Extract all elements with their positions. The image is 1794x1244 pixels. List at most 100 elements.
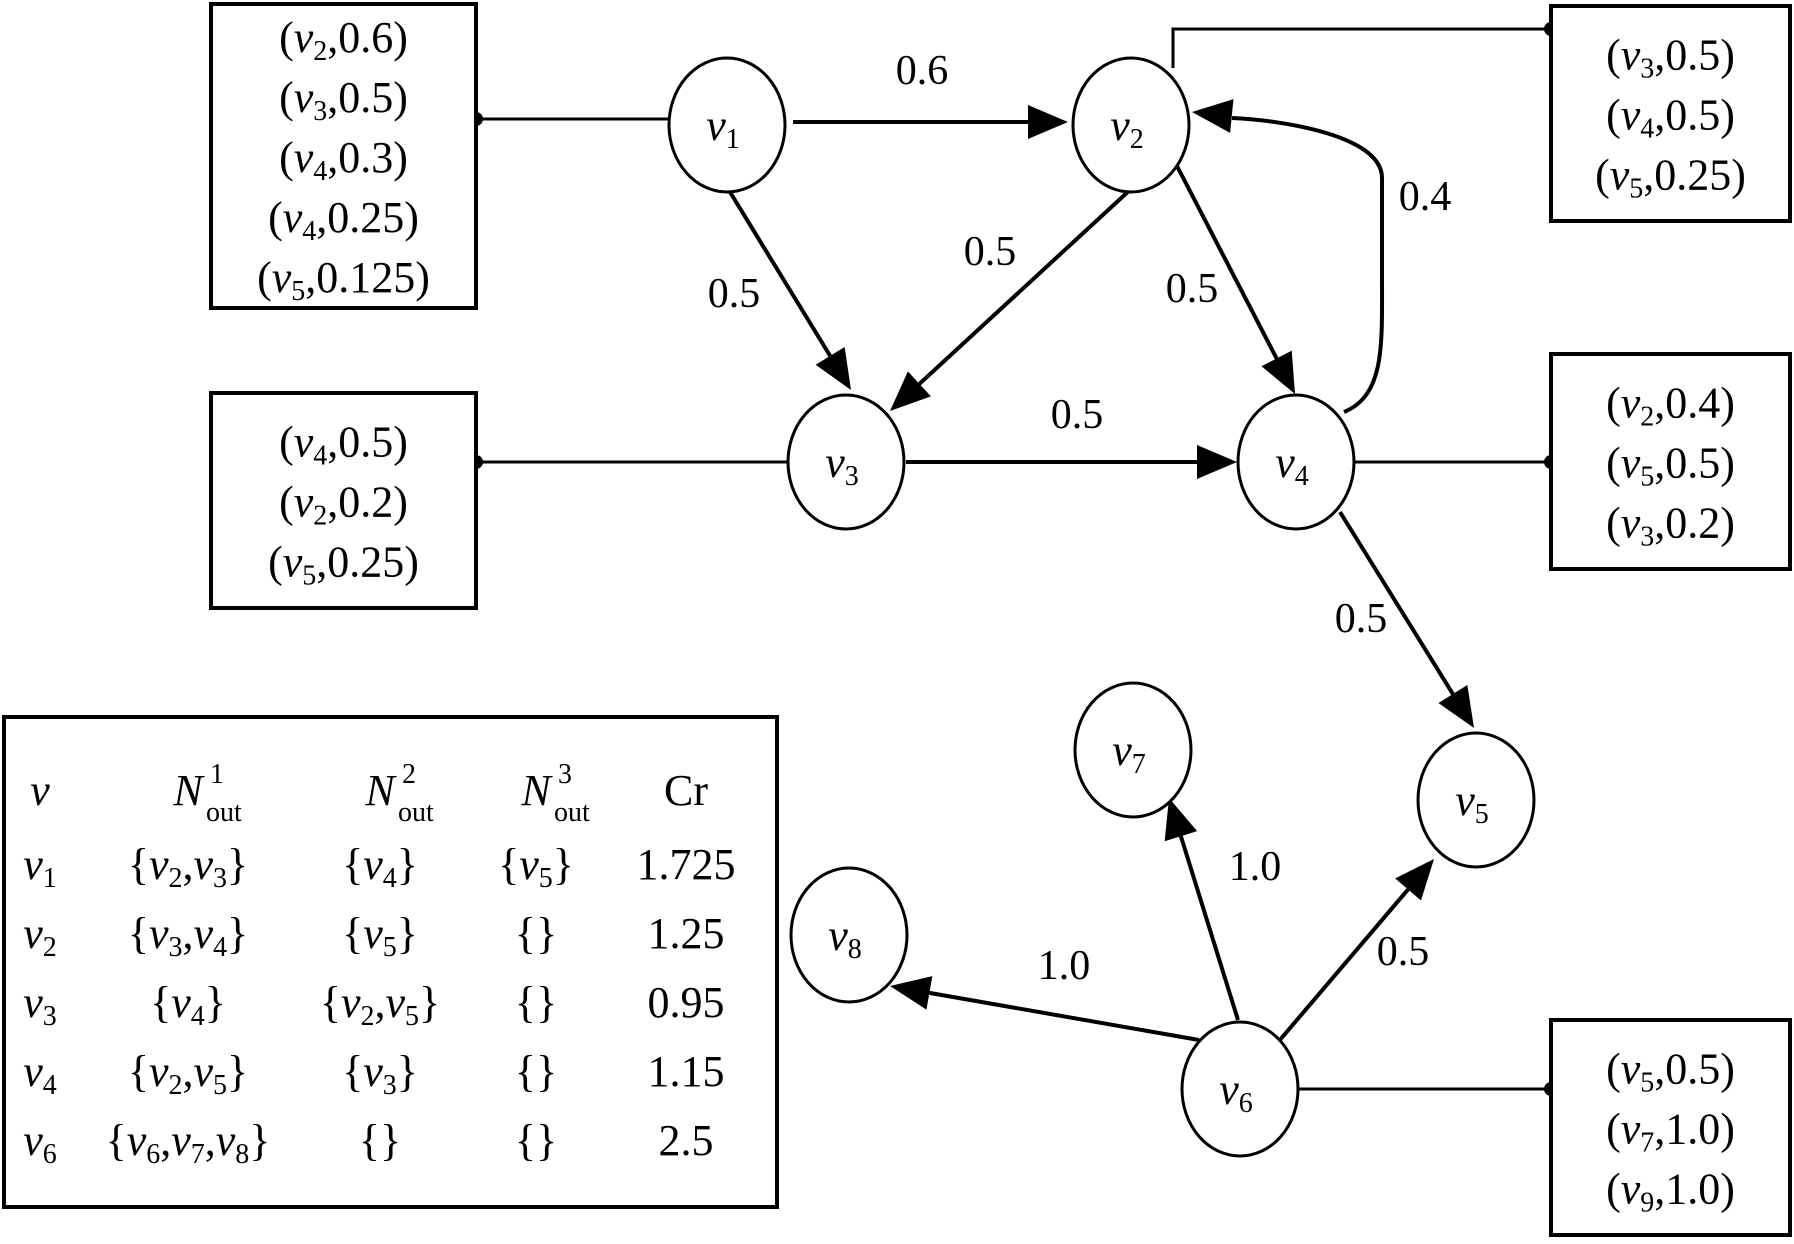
table-cell-n1: {v2,v3} bbox=[128, 840, 248, 894]
node-v2-label: v2 bbox=[1110, 101, 1144, 155]
node-v6-circle bbox=[1180, 1020, 1300, 1158]
edge-v4-v5: 0.5 bbox=[1335, 510, 1474, 728]
queue-box-v1: (v2,0.6) (v3,0.5) (v4,0.3) (v4,0.25) (v5,0.1… bbox=[209, 2, 478, 310]
edge-v6-v5-arrowhead bbox=[1395, 859, 1434, 901]
queue-entry: (v3,0.5) bbox=[279, 73, 408, 127]
queue-box-v3: (v4,0.5)(v2,0.2)(v5,0.25) bbox=[209, 391, 478, 610]
connector-v2 bbox=[1171, 22, 1558, 68]
queue-entry: (v5,0.25) bbox=[1595, 151, 1746, 205]
node-v3: v3 bbox=[786, 393, 906, 531]
node-v4: v4 bbox=[1236, 393, 1356, 531]
connector-v6 bbox=[1298, 1082, 1558, 1096]
edge-v6-v5: 0.5 bbox=[1277, 859, 1434, 1043]
queue-entry: (v5,0.125) bbox=[257, 253, 430, 307]
queue-entry: (v3,0.5) bbox=[1606, 31, 1735, 85]
queue-box-v3-frame bbox=[209, 391, 478, 610]
table-cell-cr: 1.725 bbox=[637, 840, 736, 889]
node-v7: v7 bbox=[1073, 681, 1193, 819]
table-cell-n1: {v2,v5} bbox=[128, 1047, 248, 1101]
table-cell-n2: {} bbox=[359, 1116, 401, 1165]
node-v8-circle bbox=[789, 866, 909, 1004]
edge-v6-v8-line bbox=[929, 990, 1200, 1042]
table-cell-n3: {} bbox=[515, 1047, 557, 1096]
node-v7-label: v7 bbox=[1112, 726, 1146, 780]
queue-entry: (v7,1.0) bbox=[1606, 1105, 1735, 1159]
table-header: Cr bbox=[664, 766, 708, 815]
edge-v2-v4: 0.5 bbox=[1166, 165, 1295, 394]
queue-box-v6-frame bbox=[1549, 1018, 1792, 1237]
table-cell-n1: {v4} bbox=[150, 978, 226, 1032]
queue-entry: (v4,0.25) bbox=[268, 193, 419, 247]
edge-v4-v2-line bbox=[1231, 116, 1385, 414]
connector-v1 bbox=[469, 112, 669, 126]
table-cell-n3: {} bbox=[515, 909, 557, 958]
boxes-layer: (v2,0.6) (v3,0.5) (v4,0.3) (v4,0.25) (v5,0.1… bbox=[209, 2, 1792, 1237]
table-cell-node: v2 bbox=[23, 909, 57, 963]
node-v5-circle bbox=[1416, 731, 1536, 869]
table-cell-n3: {} bbox=[515, 1116, 557, 1165]
queue-entry: (v5,0.5) bbox=[1606, 1045, 1735, 1099]
queue-entry: (v2,0.2) bbox=[279, 478, 408, 532]
edge-v6-v8-weight: 1.0 bbox=[1038, 943, 1091, 989]
connector-v3 bbox=[469, 455, 788, 469]
queue-entry: (v3,0.2) bbox=[1606, 499, 1735, 553]
node-v7-circle bbox=[1073, 681, 1193, 819]
edge-v4-v5-arrowhead bbox=[1438, 685, 1474, 728]
table-cell-cr: 1.25 bbox=[648, 909, 725, 958]
queue-entry: (v5,0.5) bbox=[1606, 439, 1735, 493]
edge-v6-v8: 1.0 bbox=[890, 943, 1200, 1042]
table-header: v bbox=[30, 766, 50, 815]
edge-v6-v8-arrowhead bbox=[890, 976, 933, 1010]
node-v5-label: v5 bbox=[1455, 776, 1489, 830]
summary-table-frame bbox=[2, 715, 779, 1209]
queue-entry: (v9,1.0) bbox=[1606, 1165, 1735, 1219]
edge-v4-v5-weight: 0.5 bbox=[1335, 596, 1388, 642]
table-cell-n2: {v4} bbox=[342, 840, 418, 894]
node-v3-circle bbox=[786, 393, 906, 531]
queue-entry: (v5,0.25) bbox=[268, 538, 419, 592]
edge-v4-v5-line bbox=[1338, 510, 1455, 696]
edge-v3-v4-arrowhead bbox=[1197, 445, 1237, 479]
edge-v6-v7-weight: 1.0 bbox=[1229, 844, 1282, 890]
connector-v2-line bbox=[1171, 27, 1551, 68]
queue-box-v4-frame bbox=[1549, 352, 1792, 571]
queue-box-v4: (v2,0.4)(v5,0.5)(v3,0.2) bbox=[1549, 352, 1792, 571]
node-v2: v2 bbox=[1071, 56, 1191, 194]
node-v1-label: v1 bbox=[706, 101, 740, 155]
edge-v2-v3: 0.5 bbox=[890, 187, 1133, 411]
table-cell-n3: {} bbox=[515, 978, 557, 1027]
table-cell-n2: {v3} bbox=[342, 1047, 418, 1101]
node-v4-label: v4 bbox=[1275, 438, 1309, 492]
edge-v1-v2-arrowhead bbox=[1028, 105, 1068, 139]
queue-entry: (v4,0.5) bbox=[1606, 91, 1735, 145]
edge-v1-v3-arrowhead bbox=[815, 347, 851, 390]
edge-v4-v2: 0.4 bbox=[1192, 99, 1451, 414]
edge-v6-v7-arrowhead bbox=[1164, 798, 1198, 842]
queue-entry: (v2,0.6) bbox=[279, 13, 408, 67]
edge-v6-v5-line bbox=[1277, 888, 1410, 1043]
table-row: v1{v2,v3}{v4}{v5}1.725 bbox=[23, 840, 735, 894]
table-cell-n1: {v6,v7,v8} bbox=[106, 1116, 271, 1170]
edge-v1-v2-weight: 0.6 bbox=[896, 48, 949, 94]
queue-entry: (v4,0.3) bbox=[279, 133, 408, 187]
table-row: v4{v2,v5}{v3}{}1.15 bbox=[23, 1047, 724, 1101]
node-v3-label: v3 bbox=[825, 438, 859, 492]
node-v8: v8 bbox=[789, 866, 909, 1004]
table-cell-n2: {v5} bbox=[342, 909, 418, 963]
node-v4-circle bbox=[1236, 393, 1356, 531]
edge-v2-v3-arrowhead bbox=[890, 371, 931, 411]
connector-v4 bbox=[1354, 455, 1558, 469]
table-cell-n2: {v2,v5} bbox=[320, 978, 440, 1032]
edge-v2-v3-weight: 0.5 bbox=[964, 229, 1017, 275]
table-cell-node: v6 bbox=[23, 1116, 57, 1170]
edge-v1-v2: 0.6 bbox=[793, 48, 1068, 139]
table-cell-cr: 1.15 bbox=[648, 1047, 725, 1096]
edge-v3-v4: 0.5 bbox=[906, 392, 1237, 479]
